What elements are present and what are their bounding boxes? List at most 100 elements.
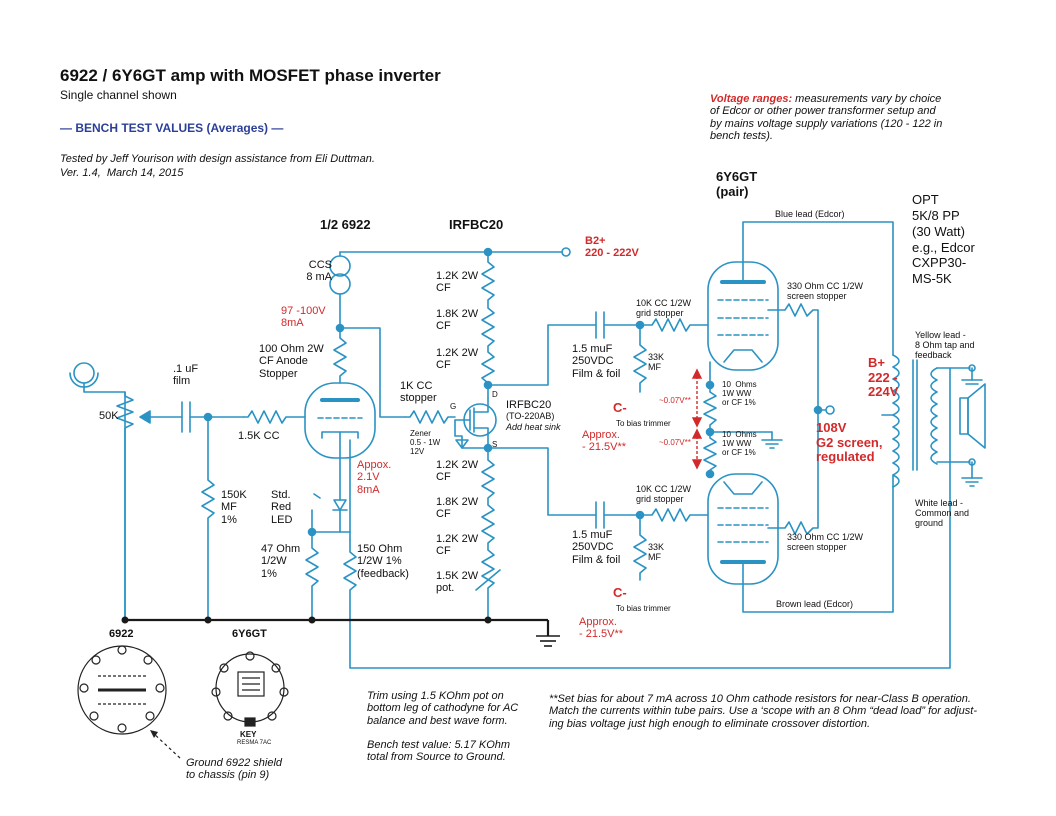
- yellow-lead-1: Yellow lead -: [915, 330, 966, 340]
- grid-leak-3: 1%: [221, 513, 237, 526]
- upper-gs-1: 10K CC 1/2W: [636, 298, 692, 308]
- anode-stopper-1: 100 Ohm 2W: [259, 343, 324, 355]
- lower-gs-1: 10K CC 1/2W: [636, 484, 692, 494]
- trim-1: Trim using 1.5 KOhm pot on: [367, 690, 504, 702]
- bplus-label-text: B+: [868, 355, 885, 370]
- lower-gs-2: grid stopper: [636, 494, 684, 505]
- white-lead-3: ground: [915, 518, 944, 529]
- voltage-ranges-label: Voltage ranges:: [710, 93, 793, 105]
- lower-screen-stopper: [767, 409, 819, 535]
- output-transformer-symbol: [892, 354, 938, 488]
- r47-1: 47 Ohm: [261, 543, 301, 555]
- opt-line5: CXPP30-: [912, 255, 967, 271]
- anode-stopper-2: CF Anode: [259, 355, 308, 368]
- ground-shield-arrow: [151, 731, 181, 759]
- upper-cap-1: 1.5 muF: [572, 343, 613, 355]
- brown-lead-label: Brown lead (Edcor): [776, 599, 854, 609]
- pinout-6y6gt-title: 6Y6GT: [232, 628, 267, 640]
- lower-plate-lead: [742, 474, 894, 613]
- pin-d-label: D: [492, 390, 498, 399]
- bias-note-1: **Set bias for about 7 mA across 10 Ohm …: [549, 693, 971, 705]
- driver-anode-stopper: [333, 327, 347, 384]
- lower-33k-2: MF: [648, 552, 661, 563]
- driver-plate-to-mosfet: [339, 327, 406, 418]
- voltage-note-line3: by mains voltage supply variations (120 …: [710, 117, 943, 130]
- voltage-note-line2: of Edcor or other power transformer setu…: [710, 105, 936, 118]
- upper-cap-3: Film & foil: [572, 367, 621, 380]
- led-1: Std.: [271, 489, 291, 501]
- balance-pot-2: pot.: [436, 582, 455, 595]
- voltage-ranges-note: Voltage ranges: measurements vary by cho…: [710, 93, 942, 143]
- white-lead-1: White lead -: [915, 498, 964, 508]
- ccs-symbol: [329, 255, 351, 295]
- pin-s-label: S: [492, 440, 498, 449]
- mosfet-heading: IRFBC20: [449, 217, 504, 232]
- lower-cap-2: 250VDC: [572, 541, 614, 554]
- grid-leak-resistor: [201, 416, 215, 621]
- subtitle: Single channel shown: [60, 88, 177, 102]
- driver-cath-v2: 2.1V: [357, 471, 380, 484]
- pin-g-label: G: [450, 402, 457, 411]
- bench-1: Bench test value: 5.17 KOhm: [367, 739, 511, 751]
- voltage-note-line1: measurements vary by choice: [792, 93, 942, 105]
- yellow-lead-2: 8 Ohm tap and: [915, 340, 975, 351]
- input-cap-2: film: [173, 375, 191, 388]
- opt-line3: (30 Watt): [912, 223, 965, 239]
- bplus-value-2: 224V: [868, 384, 899, 400]
- volume-pot-symbol: [116, 391, 151, 621]
- lower-grid-stopper: [639, 508, 709, 522]
- approx-upper-1: Approx.: [582, 429, 620, 441]
- upper-screen-stopper: [767, 303, 819, 411]
- zener-2: 0.5 - 1W: [410, 438, 441, 448]
- balance-pot-1: 1.5K 2W: [436, 570, 479, 582]
- led-3: LED: [271, 513, 293, 526]
- balance-pot-arrow: [475, 569, 501, 591]
- version-note: Ver. 1.4, March 14, 2015: [60, 167, 184, 179]
- source-res-1b: CF: [436, 471, 451, 484]
- cathode-47ohm-resistor: [305, 531, 319, 621]
- lower-33k-resistor: [633, 514, 647, 581]
- lower-cap-3: Film & foil: [572, 553, 621, 566]
- drain-res-1b: CF: [436, 282, 451, 295]
- approx-bias-lower: Approx.- 21.5V**: [579, 616, 623, 641]
- lower-cathode-resistor: [703, 431, 717, 475]
- upper-kr-3: or CF 1%: [722, 398, 756, 408]
- g2-2: G2 screen,: [816, 434, 883, 450]
- upper-cap-2: 250VDC: [572, 355, 614, 368]
- source-res-2b: CF: [436, 508, 451, 521]
- lower-cap-1: 1.5 muF: [572, 529, 613, 541]
- gate-res-1: 1K CC: [400, 380, 433, 392]
- source-res-3b: CF: [436, 545, 451, 558]
- bench-2: total from Source to Ground.: [367, 751, 506, 764]
- led-2: Red: [271, 501, 292, 514]
- opt-line4: e.g., Edcor: [912, 239, 975, 255]
- ground-shield-1: Ground 6922 shield: [186, 757, 283, 769]
- g2-terminal: [825, 405, 835, 415]
- r47-3: 1%: [261, 567, 277, 580]
- drain-to-upper-cap: [487, 324, 597, 386]
- upper-33k-resistor: [633, 324, 647, 393]
